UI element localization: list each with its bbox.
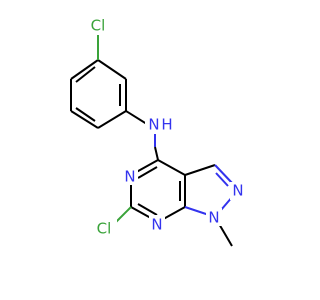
- molecule-structure: Cl N H N N N N Cl: [70, 15, 246, 247]
- bond-c4-c4a: [157, 159, 186, 176]
- pyrazole-n1-label: N: [208, 209, 219, 227]
- bond-double-c6-n7: [137, 203, 158, 216]
- bond-double-c4-n5: [137, 166, 158, 179]
- nh-nitrogen-label: N: [148, 116, 159, 134]
- chlorophenyl-ring: [70, 59, 127, 129]
- top-chlorine-label-bg: [86, 15, 110, 35]
- pyrazole-n2-label: N: [232, 182, 243, 200]
- pyrimidine-n7-label-bg: [149, 215, 165, 233]
- bond-ring-d: [70, 110, 99, 129]
- bond-ring-inner-2: [75, 107, 96, 122]
- bond-nh-to-pyrimidine-part-2: [154, 146, 159, 161]
- top-chlorine-label: Cl: [91, 17, 106, 35]
- bond-ring-f: [70, 59, 99, 80]
- atom-labels: Cl N H N N N N Cl: [86, 15, 246, 239]
- pyrimidine-n7-label: N: [151, 216, 162, 234]
- pyrimidine-n5-label-bg: [122, 167, 138, 185]
- nh-label-bg: [145, 116, 171, 134]
- bond-ring-inner-3: [75, 66, 96, 83]
- bond-c3-n2: [214, 164, 234, 185]
- bond-c4a-c3: [184, 164, 216, 176]
- bottom-chlorine-label-bg: [93, 219, 117, 239]
- bond-double-c3-n2: [215, 172, 229, 187]
- pyrazole-n2-label-bg: [230, 182, 246, 200]
- pyrimidine-n5-label: N: [124, 168, 135, 186]
- substituent-bonds: [97, 34, 159, 161]
- bottom-chlorine-label: Cl: [97, 220, 112, 238]
- nh-hydrogen-label: H: [161, 116, 172, 134]
- bond-ring-c: [97, 110, 127, 129]
- pyrazole-n1-label-bg: [206, 208, 222, 226]
- bond-ring-a: [97, 59, 127, 80]
